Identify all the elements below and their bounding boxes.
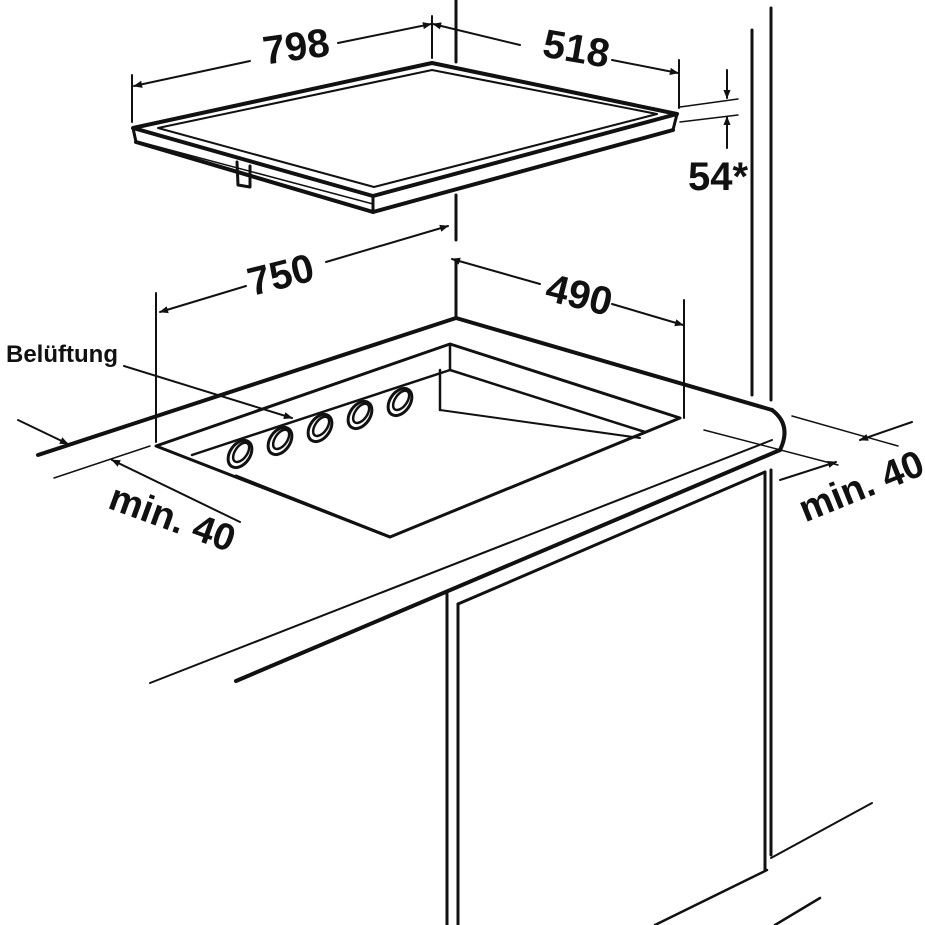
hob-depth-label: 518 xyxy=(540,22,613,77)
hob-width-label: 798 xyxy=(260,21,332,74)
vent-hole xyxy=(266,425,294,457)
vent-hole xyxy=(306,412,334,444)
cutout-depth-label: 490 xyxy=(541,266,616,325)
cutout-width-label: 750 xyxy=(243,246,318,305)
wall-lines xyxy=(454,0,873,859)
ventilation-label: Belüftung xyxy=(6,341,118,368)
hob xyxy=(131,61,679,214)
clearance-dimensions xyxy=(17,415,913,523)
hob-height-label: 54* xyxy=(688,155,748,199)
ventilation-leader xyxy=(123,365,293,420)
vent-holes xyxy=(226,386,414,470)
vent-hole xyxy=(346,399,374,431)
vent-hole xyxy=(386,386,414,418)
min-right-label: min. 40 xyxy=(793,443,925,531)
cutout-dimensions xyxy=(155,224,685,443)
worktop xyxy=(36,316,787,684)
hob-dimensions xyxy=(131,15,739,149)
vent-hole xyxy=(226,438,254,470)
cabinet xyxy=(445,470,822,925)
